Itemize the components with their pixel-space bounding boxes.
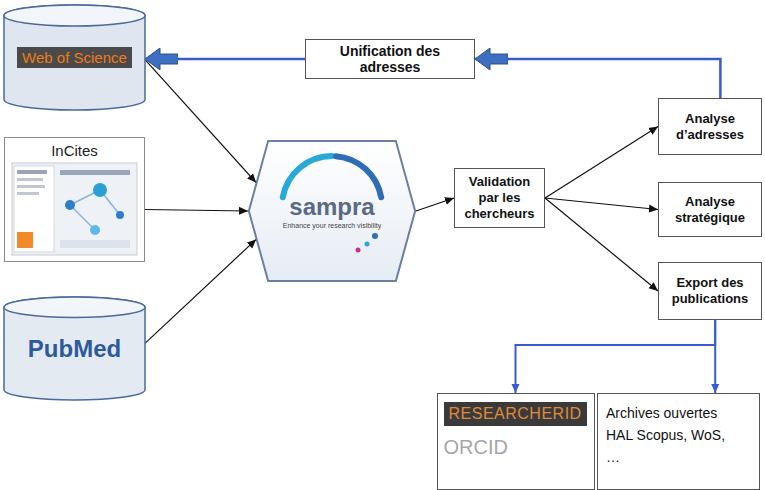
node-text: Archives ouvertes HAL Scopus, WoS, … — [606, 402, 741, 468]
platform-hexagon: sampraEnhance your research visibility — [248, 140, 416, 282]
output-box: Archives ouvertes HAL Scopus, WoS, … — [597, 393, 760, 490]
connector — [145, 60, 256, 183]
node-text: PubMed — [28, 335, 121, 363]
node-text: Validation par les chercheurs — [461, 174, 538, 222]
hexagon-border — [249, 141, 415, 281]
connector — [145, 58, 305, 61]
cylinder-body — [4, 297, 145, 400]
node-text: Analyse d’adresses — [665, 111, 755, 143]
database-cylinder: Web of Science — [4, 5, 145, 110]
database-cylinder: PubMed — [4, 297, 145, 400]
connector — [416, 198, 454, 211]
connector — [145, 239, 256, 343]
node-text: Web of Science — [17, 47, 132, 68]
cylinder-body — [4, 5, 145, 110]
cylinder-top — [4, 5, 145, 26]
sampra-logo-ring — [283, 156, 381, 253]
process-box: Analyse stratégique — [658, 182, 762, 237]
cylinder-top — [4, 297, 145, 318]
node-text: Enhance your research visibility — [283, 221, 381, 230]
connector — [714, 320, 716, 393]
node-text: Analyse stratégique — [665, 194, 755, 226]
connector — [475, 59, 720, 98]
connector — [516, 320, 716, 393]
node-text: RESEARCHERID — [444, 402, 587, 426]
process-box: Export des publications — [658, 262, 762, 320]
hexagon-fill — [248, 140, 416, 282]
node-text: Unification des adresses — [312, 43, 468, 75]
incites-screenshot — [12, 163, 137, 255]
output-box: RESEARCHERID ORCID — [437, 393, 595, 490]
process-box: Unification des adresses — [305, 39, 475, 79]
connector — [545, 198, 658, 210]
source-panel: InCites — [4, 137, 145, 262]
process-box: Validation par les chercheurs — [454, 168, 545, 228]
node-text: ORCID — [444, 436, 508, 459]
connector — [545, 127, 658, 199]
process-box: Analyse d’adresses — [658, 98, 762, 155]
node-text: Export des publications — [665, 275, 755, 307]
connector — [545, 198, 658, 291]
node-text: sampra — [289, 193, 374, 221]
connector — [145, 210, 248, 212]
node-text: InCites — [51, 142, 98, 159]
